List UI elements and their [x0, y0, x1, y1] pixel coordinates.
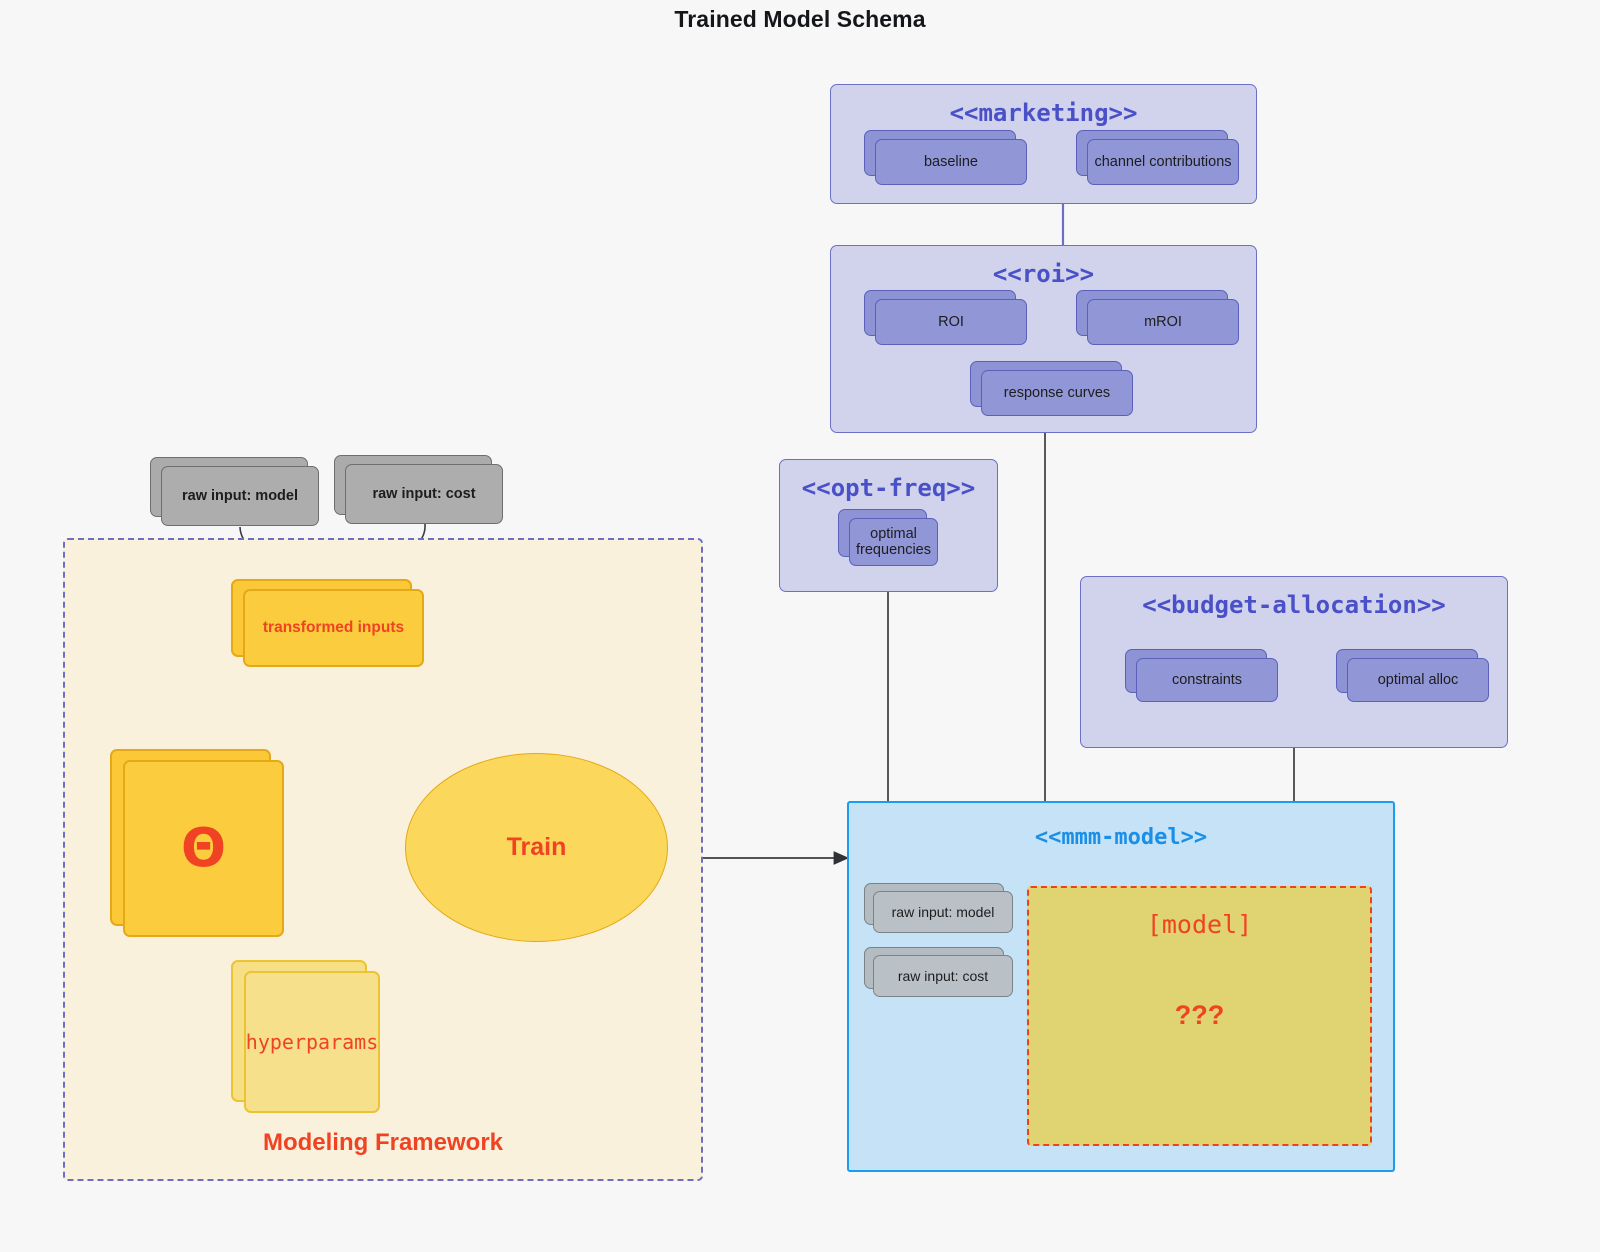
artifact-label-line1: optimal: [870, 525, 917, 542]
model-placeholder-unknown: ???: [1174, 1000, 1225, 1030]
card-face: response curves: [981, 370, 1133, 416]
card-face: baseline: [875, 139, 1027, 185]
card-face: optimal frequencies: [849, 518, 938, 566]
model-placeholder-region[interactable]: [model] ???: [1027, 886, 1372, 1146]
train-label: Train: [506, 833, 567, 861]
package-marketing-title: <<marketing>>: [949, 99, 1138, 127]
artifact-constraints[interactable]: constraints: [1125, 649, 1278, 702]
artifact-label: optimal alloc: [1377, 671, 1459, 688]
package-mmm-model[interactable]: <<mmm-model>> raw input: model raw input…: [847, 801, 1395, 1172]
package-budget-allocation-title: <<budget-allocation>>: [1142, 591, 1446, 619]
artifact-label: channel contributions: [1094, 153, 1232, 170]
package-mmm-model-title: <<mmm-model>>: [1034, 825, 1208, 850]
train-activity[interactable]: Train: [405, 753, 668, 942]
card-face: raw input: model: [873, 891, 1013, 933]
artifact-label: raw input: model: [891, 904, 995, 920]
artifact-label: raw input: cost: [897, 968, 989, 984]
card-face: optimal alloc: [1347, 658, 1489, 702]
artifact-channel-contributions[interactable]: channel contributions: [1076, 130, 1239, 185]
artifact-optimal-frequencies[interactable]: optimal frequencies: [838, 509, 938, 566]
package-roi[interactable]: <<roi>> ROI mROI response curves: [830, 245, 1257, 433]
artifact-label: mROI: [1144, 313, 1182, 330]
artifact-mroi[interactable]: mROI: [1076, 290, 1239, 345]
package-opt-freq-title: <<opt-freq>>: [801, 474, 976, 502]
modeling-framework-label: Modeling Framework: [262, 1129, 504, 1156]
package-marketing[interactable]: <<marketing>> baseline channel contribut…: [830, 84, 1257, 204]
card-face: mROI: [1087, 299, 1239, 345]
artifact-optimal-alloc[interactable]: optimal alloc: [1336, 649, 1489, 702]
artifact-transformed-inputs[interactable]: transformed inputs: [231, 579, 424, 667]
artifact-theta[interactable]: Θ: [110, 749, 284, 937]
artifact-mmm-raw-input-cost[interactable]: raw input: cost: [864, 947, 1013, 997]
card-face: ROI: [875, 299, 1027, 345]
card-face: raw input: model: [161, 466, 319, 526]
artifact-label: transformed inputs: [262, 619, 405, 636]
card-face: raw input: cost: [345, 464, 503, 524]
artifact-baseline[interactable]: baseline: [864, 130, 1027, 185]
artifact-hyperparams[interactable]: hyperparams: [231, 960, 380, 1113]
artifact-label-line2: frequencies: [856, 542, 931, 558]
package-budget-allocation[interactable]: <<budget-allocation>> constraints optima…: [1080, 576, 1508, 748]
artifact-roi[interactable]: ROI: [864, 290, 1027, 345]
artifact-label: raw input: model: [182, 488, 298, 504]
card-face: hyperparams: [244, 971, 380, 1113]
artifact-label: constraints: [1171, 671, 1243, 688]
page-title: Trained Model Schema: [674, 6, 926, 32]
artifact-mmm-raw-input-model[interactable]: raw input: model: [864, 883, 1013, 933]
card-face: Θ: [123, 760, 284, 937]
artifact-label: raw input: cost: [372, 486, 476, 502]
theta-symbol: Θ: [180, 818, 227, 879]
artifact-raw-input-cost[interactable]: raw input: cost: [334, 455, 503, 524]
package-roi-title: <<roi>>: [992, 260, 1095, 288]
card-face: raw input: cost: [873, 955, 1013, 997]
package-opt-freq[interactable]: <<opt-freq>> optimal frequencies: [779, 459, 998, 592]
artifact-label: optimal frequencies: [856, 526, 931, 558]
artifact-response-curves[interactable]: response curves: [970, 361, 1133, 416]
artifact-label: baseline: [923, 153, 978, 170]
card-face: constraints: [1136, 658, 1278, 702]
artifact-label: hyperparams: [245, 1030, 379, 1054]
artifact-raw-input-model[interactable]: raw input: model: [150, 457, 319, 526]
card-face: channel contributions: [1087, 139, 1239, 185]
artifact-label: ROI: [938, 313, 964, 330]
card-face: transformed inputs: [243, 589, 424, 667]
artifact-label: response curves: [1003, 384, 1111, 401]
model-placeholder-title: [model]: [1146, 910, 1253, 939]
